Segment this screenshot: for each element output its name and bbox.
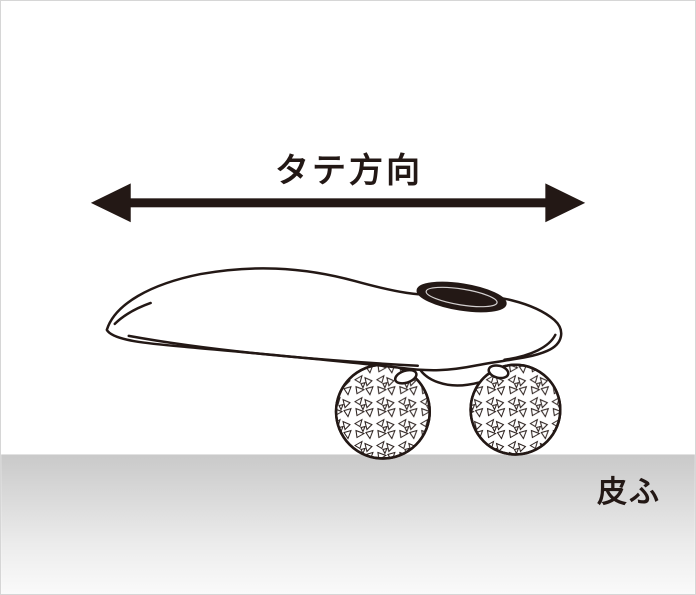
skin-surface-label: 皮ふ bbox=[597, 476, 661, 509]
left-ball-cap bbox=[393, 368, 418, 385]
direction-arrow-icon bbox=[90, 183, 586, 223]
roller-device-illustration bbox=[105, 267, 563, 460]
skin-surface bbox=[1, 454, 695, 594]
right-ball-cap bbox=[487, 364, 510, 380]
device-button bbox=[416, 281, 507, 313]
right-roller-ball bbox=[469, 363, 562, 456]
device-handle bbox=[105, 267, 563, 372]
direction-label: タテ方向 bbox=[275, 152, 423, 190]
left-roller-ball bbox=[334, 363, 431, 460]
handle-tip-seam-line bbox=[503, 333, 557, 362]
handle-seam-line bbox=[127, 334, 420, 368]
handle-left-tip-line bbox=[113, 301, 152, 326]
device-button-highlight bbox=[425, 286, 498, 308]
